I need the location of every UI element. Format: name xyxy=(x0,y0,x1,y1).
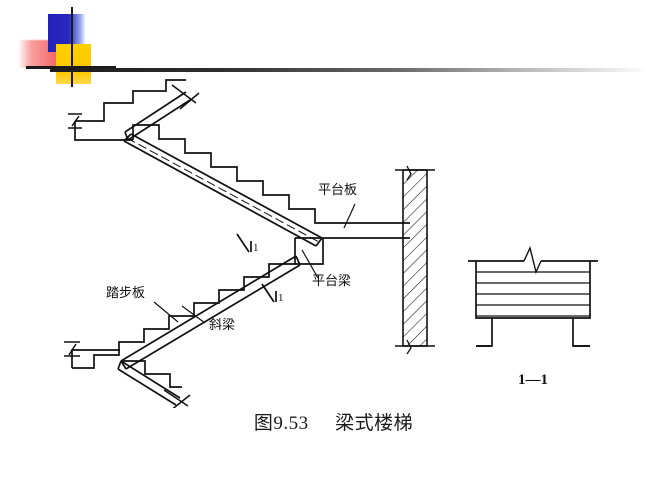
lower-inclined-beam xyxy=(120,255,301,370)
leader-platform-slab xyxy=(343,203,356,229)
lower-flight-steps xyxy=(71,263,295,369)
break-mark-lower-left xyxy=(64,341,80,357)
leader-inclined-beam xyxy=(181,305,206,324)
upper-beam-stub xyxy=(124,91,191,141)
label-platform-beam: 平台梁 xyxy=(312,274,351,289)
wall-section xyxy=(395,165,435,355)
section-mark-lower-number: 1 xyxy=(278,292,284,304)
section-cut-mark-lower xyxy=(261,283,277,303)
section-mark-upper-number: 1 xyxy=(253,242,259,254)
break-mark-lower-stub xyxy=(163,389,191,408)
break-mark-upper-left xyxy=(68,113,82,129)
header-divider xyxy=(50,68,650,72)
upper-beam-centerline xyxy=(126,137,320,243)
logo-horizontal-line xyxy=(26,66,116,69)
decorative-logo xyxy=(18,4,128,87)
leader-platform-beam xyxy=(301,249,319,279)
section-1-1-label: 1—1 xyxy=(518,372,548,388)
caption-number: 图9.53 xyxy=(253,413,309,434)
caption-title: 梁式楼梯 xyxy=(335,413,414,434)
section-cut-mark-upper xyxy=(236,233,252,253)
label-tread-slab: 踏步板 xyxy=(106,286,145,301)
upper-flight-steps xyxy=(132,124,323,224)
logo-yellow-block xyxy=(56,44,91,84)
label-platform-slab: 平台板 xyxy=(318,183,357,198)
lower-beam-stub xyxy=(117,360,181,406)
label-inclined-beam: 斜梁 xyxy=(209,318,235,333)
section-1-1-view xyxy=(468,245,598,347)
logo-vertical-line xyxy=(71,7,73,87)
lower-landing-underside xyxy=(121,360,182,388)
figure-caption: 图9.53 梁式楼梯 xyxy=(0,408,667,435)
leader-tread-slab xyxy=(153,301,179,323)
upper-landing-outline xyxy=(74,79,186,141)
break-mark-upper-stub xyxy=(171,84,200,110)
stair-technical-drawing: 平台板 平台梁 踏步板 斜梁 1 1 1—1 xyxy=(64,79,598,408)
mid-landing-platform xyxy=(294,222,410,265)
